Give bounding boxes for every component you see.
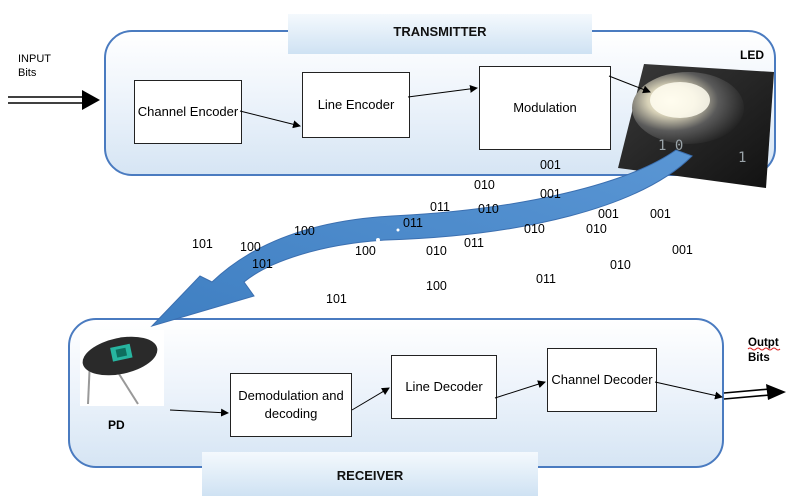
bit-string: 001 xyxy=(540,158,561,172)
bit-string: 100 xyxy=(240,240,261,254)
arrow-chandec-to-output xyxy=(654,381,723,400)
bit-string: 010 xyxy=(478,202,499,216)
input-bits-label: INPUT Bits xyxy=(18,53,51,80)
bit-string: 100 xyxy=(294,224,315,238)
bit-string: 001 xyxy=(672,243,693,257)
arrow-modulation-to-led xyxy=(608,75,651,94)
channel-encoder-block: Channel Encoder xyxy=(134,80,242,144)
led-label: LED xyxy=(740,48,764,62)
arrow-linedec-to-chandec xyxy=(494,380,546,399)
light-beam-arrow xyxy=(150,149,693,328)
led-image: 1 0 1 xyxy=(618,64,774,188)
bit-string: 010 xyxy=(474,178,495,192)
output-arrow xyxy=(723,384,786,400)
pd-label: PD xyxy=(108,418,125,432)
receiver-title: RECEIVER xyxy=(202,452,538,496)
bit-string: 101 xyxy=(252,257,273,271)
bit-string: 100 xyxy=(426,279,447,293)
arrow-demod-to-linedec xyxy=(351,387,390,411)
output-bits-label: Outpt Bits xyxy=(748,337,779,364)
bit-string: 011 xyxy=(430,200,450,214)
bit-string: 100 xyxy=(355,244,376,258)
bit-string: 010 xyxy=(586,222,607,236)
bit-string: 011 xyxy=(403,216,423,230)
photodiode-image xyxy=(80,330,164,406)
bit-string: 101 xyxy=(192,237,213,251)
bit-string: 101 xyxy=(326,292,347,306)
arrow-pd-to-demod xyxy=(169,408,229,417)
bit-string: 010 xyxy=(426,244,447,258)
demodulation-block: Demodulation and decoding xyxy=(230,373,352,437)
channel-decoder-block: Channel Decoder xyxy=(547,348,657,412)
arrow-line-to-modulation xyxy=(407,84,478,98)
bit-string: 011 xyxy=(536,272,556,286)
line-encoder-block: Line Encoder xyxy=(302,72,410,138)
transmitter-title: TRANSMITTER xyxy=(288,14,592,54)
line-decoder-block: Line Decoder xyxy=(391,355,497,419)
bit-string: 001 xyxy=(540,187,561,201)
beam-sparkles xyxy=(376,228,471,266)
bit-string: 010 xyxy=(610,258,631,272)
bit-string: 001 xyxy=(598,207,619,221)
input-arrow xyxy=(8,90,100,110)
arrow-encoder-to-line xyxy=(239,110,301,129)
svg-text:1: 1 xyxy=(738,150,746,166)
spell-underline xyxy=(747,347,781,351)
bit-string: 001 xyxy=(650,207,671,221)
bit-string: 011 xyxy=(464,236,484,250)
modulation-block: Modulation xyxy=(479,66,611,150)
bit-string: 010 xyxy=(524,222,545,236)
